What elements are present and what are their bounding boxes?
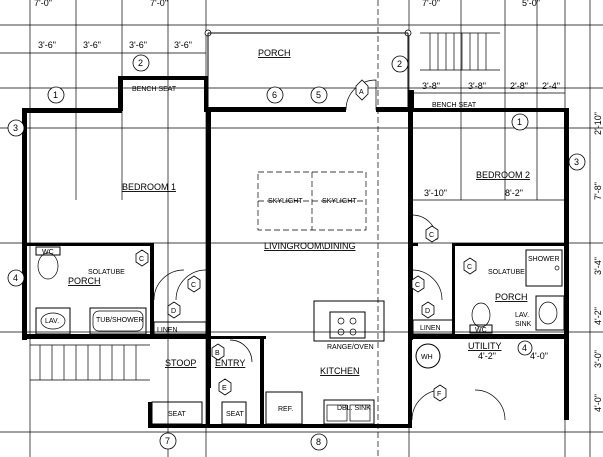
dim-r5: 3'-10": [424, 188, 447, 198]
lav-sink-label-2: SINK: [515, 321, 532, 328]
hex-c4: C: [415, 282, 420, 289]
tag-3: 3: [13, 123, 18, 133]
tag-5: 5: [316, 90, 321, 100]
dim-side-6: 4'-0": [593, 394, 603, 412]
hex-f: F: [437, 391, 441, 398]
dim-d1: 3'-6": [38, 40, 56, 50]
living-dining-label: LIVINGROOM\DINING: [264, 241, 356, 251]
ref-label: REF.: [278, 406, 293, 413]
dim-r2: 3'-8": [468, 81, 486, 91]
dim-r1: 3'-8": [422, 81, 440, 91]
hex-d1: D: [171, 308, 176, 315]
dim-side-2: 7'-8": [593, 182, 603, 200]
wc-left-label: WC: [42, 249, 54, 256]
tag-8: 8: [316, 437, 321, 447]
dim-d2: 3'-6": [83, 40, 101, 50]
dim-top-right-b: 5'-0": [522, 0, 540, 8]
hex-c3: C: [429, 232, 434, 239]
hex-b: B: [215, 350, 220, 357]
solatube-left-label: SOLATUBE: [88, 269, 125, 276]
left-bath-fixtures: [35, 246, 207, 335]
kitchen-label: KITCHEN: [320, 366, 360, 376]
dim-r8: 4'-0": [530, 351, 548, 361]
skylight-1-label: SKYLIGHT: [268, 198, 303, 205]
utility-label: UTILITY: [468, 341, 502, 351]
dim-side-1: 2'-10": [593, 112, 603, 135]
range-label: RANGE/OVEN: [327, 344, 374, 351]
seat-1-label: SEAT: [168, 411, 186, 418]
dim-side-5: 3'-0": [593, 350, 603, 368]
dim-r6: 8'-2": [505, 188, 523, 198]
walls: [22, 76, 569, 428]
linen-right-label: LINEN: [420, 325, 441, 332]
dbl-sink-label: DBL. SINK: [337, 405, 371, 412]
stairs-top-right: [420, 32, 500, 71]
lav-sink-label-1: LAV.: [515, 312, 529, 319]
linen-left-label: LINEN: [157, 327, 178, 334]
porch-right-label: PORCH: [495, 292, 528, 302]
hex-c1: C: [139, 256, 144, 263]
dim-top-left-a: 7'-0": [34, 0, 52, 8]
dim-top-left-b: 7'-0": [150, 0, 168, 8]
tub-shower-label: TUB/SHOWER: [96, 317, 143, 324]
entry-label: ENTRY: [215, 358, 245, 368]
bedroom-2-label: BEDROOM 2: [476, 170, 530, 180]
hex-c5: C: [467, 264, 472, 271]
tag-2b: 2: [397, 59, 402, 69]
grid-tags: [7, 54, 586, 451]
tag-2: 2: [138, 58, 143, 68]
shower-label: SHOWER: [528, 256, 560, 263]
tag-3b: 3: [574, 157, 579, 167]
bench-seat-left-label: BENCH SEAT: [132, 86, 177, 93]
tag-4b: 4: [522, 343, 527, 353]
porch-top-label: PORCH: [258, 48, 291, 58]
hex-e: E: [222, 385, 227, 392]
bedroom-1-label: BEDROOM 1: [122, 182, 176, 192]
tag-1b: 1: [517, 117, 522, 127]
dim-top-right-a: 7'-0": [422, 0, 440, 8]
tag-7: 7: [165, 436, 170, 446]
wh-label: WH: [421, 354, 433, 361]
hex-tags: [135, 79, 477, 402]
stoop-label: STOOP: [165, 358, 196, 368]
porch-left-label: PORCH: [68, 276, 101, 286]
skylights: [257, 171, 367, 231]
tag-4: 4: [13, 273, 18, 283]
tag-1: 1: [53, 90, 58, 100]
seat-2-label: SEAT: [226, 411, 244, 418]
right-bath-fixtures: [412, 249, 565, 335]
dim-r4: 2'-4": [542, 81, 560, 91]
wc-right-label: WC: [475, 327, 487, 334]
dim-side-4: 4'-2": [593, 307, 603, 325]
stoop-seats: [151, 343, 441, 425]
kitchen-fixtures: [265, 300, 385, 425]
lav-left-label: LAV.: [45, 318, 59, 325]
skylight-2-label: SKYLIGHT: [322, 198, 357, 205]
hex-c2: C: [191, 282, 196, 289]
solatube-right-label: SOLATUBE: [488, 269, 525, 276]
dim-r7: 4'-2": [478, 351, 496, 361]
dim-r3: 2'-8": [510, 81, 528, 91]
hex-d2: D: [425, 308, 430, 315]
stairs-bottom-left: [30, 344, 150, 381]
hex-a: A: [359, 89, 364, 96]
dim-side-3: 3'-4": [593, 257, 603, 275]
bench-seat-right-label: BENCH SEAT: [432, 102, 477, 109]
dim-d4: 3'-6": [174, 40, 192, 50]
tag-6: 6: [272, 90, 277, 100]
top-porch: [204, 29, 412, 111]
dim-d3: 3'-6": [129, 40, 147, 50]
